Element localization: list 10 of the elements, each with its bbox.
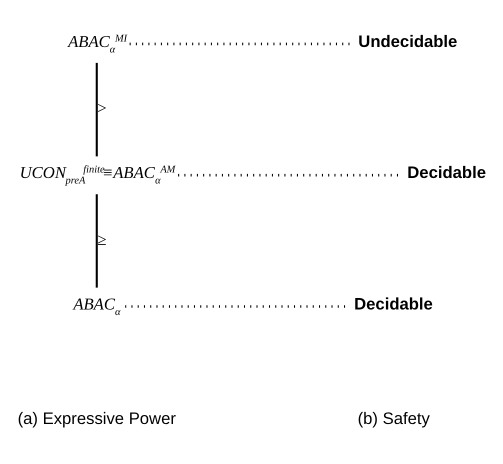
node-text: Undecidable xyxy=(358,32,458,51)
node-text: Decidable xyxy=(354,294,433,314)
edge-label: > xyxy=(97,98,107,118)
label: (b) Safety xyxy=(358,409,430,428)
connector xyxy=(96,62,98,156)
node-text: ABAC$_{α}$ xyxy=(73,294,120,318)
label: (a) Expressive Power xyxy=(18,409,176,428)
connector xyxy=(96,194,98,288)
node-text: Decidable xyxy=(407,163,486,182)
edge-label: ≥ xyxy=(97,230,107,249)
